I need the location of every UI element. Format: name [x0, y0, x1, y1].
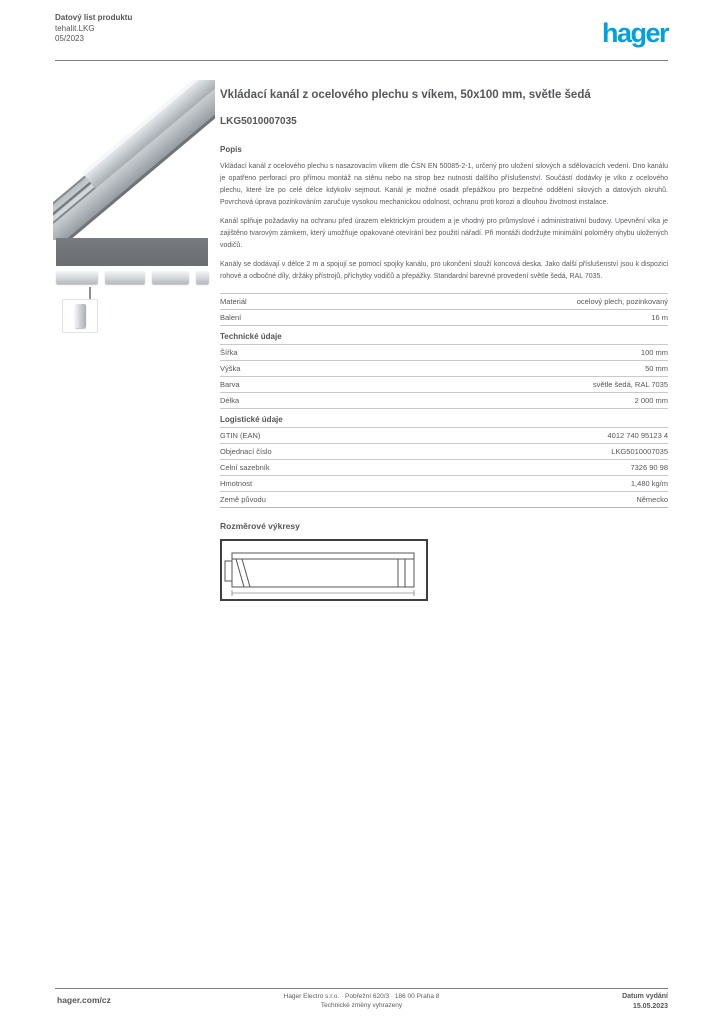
spec-row: Země původu Německo	[220, 491, 668, 507]
header-rule	[55, 60, 668, 61]
spec-value: LKG5010007035	[611, 447, 668, 456]
spec-row: Materiál ocelový plech, pozinkovaný	[220, 293, 668, 309]
spec-label: Délka	[220, 396, 240, 405]
spec-row: Výška 50 mm	[220, 360, 668, 376]
footer-rule	[55, 988, 668, 989]
dimension-drawing-box	[220, 539, 428, 601]
spec-value: 7326 90 98	[630, 463, 668, 472]
color-swatch-panel	[56, 238, 208, 266]
spec-value: Německo	[636, 495, 668, 504]
spec-row: Balení 16 m	[220, 309, 668, 325]
spec-value: ocelový plech, pozinkovaný	[576, 297, 668, 306]
footer-issue-label: Datum vydání	[622, 993, 668, 1000]
product-reference: LKG5010007035	[220, 116, 297, 127]
spec-label: Objednací číslo	[220, 447, 272, 456]
header-date: 05/2023	[55, 34, 84, 43]
spec-value: světle šedá, RAL 7035	[592, 380, 668, 389]
gallery-thumbnail-selected[interactable]	[62, 299, 98, 333]
spec-row: GTIN (EAN) 4012 740 95123 4	[220, 427, 668, 443]
spec-row: Celní sazebník 7326 90 98	[220, 459, 668, 475]
description-paragraph-1: Vkládací kanál z ocelového plechu s nasa…	[220, 163, 668, 206]
product-details: Vkládací kanál z ocelového plechu s víke…	[220, 88, 668, 601]
thumb-spojka[interactable]	[196, 270, 209, 284]
spec-row: Barva světle šedá, RAL 7035	[220, 376, 668, 392]
description-paragraph-2: Kanál splňuje požadavky na ochranu před …	[220, 218, 668, 249]
spec-value: 2 000 mm	[634, 396, 668, 405]
hager-logo: hager	[601, 18, 670, 48]
thumb-profil[interactable]	[152, 270, 189, 284]
description-label: Popis	[220, 145, 242, 154]
spec-label: Barva	[220, 380, 240, 389]
spec-value: 100 mm	[640, 348, 668, 357]
spec-row: Hmotnost 1,480 kg/m	[220, 475, 668, 491]
section-heading: Logistické údaje	[220, 408, 668, 427]
spec-row: Objednací číslo LKG5010007035	[220, 443, 668, 459]
section-heading: Technické údaje	[220, 325, 668, 344]
trunking-photo-image	[53, 80, 215, 240]
spec-value: 4012 740 95123 4	[607, 431, 668, 440]
spec-row: Délka 2 000 mm	[220, 392, 668, 408]
drawing-heading: Rozměrové výkresy	[220, 521, 300, 531]
product-photo	[53, 80, 215, 240]
product-title: Vkládací kanál z ocelového plechu s víke…	[220, 89, 591, 101]
spec-label: Hmotnost	[220, 479, 253, 488]
footer-center-text: Hager Electro s.r.o. · Pobřežní 620/3 · …	[55, 993, 668, 1010]
footer-site-link[interactable]: hager.com/cz	[57, 995, 111, 1005]
footer-issue-date: 15.05.2023	[632, 1003, 668, 1010]
footer-right-text: Datum vydání 15.05.2023	[622, 992, 668, 1012]
trunking-piece-icon	[74, 304, 86, 328]
spec-label: Šířka	[220, 348, 238, 357]
footer-note: Technické změny vyhrazeny	[320, 1001, 403, 1009]
spec-label: Celní sazebník	[220, 463, 270, 472]
thumb-viko[interactable]	[105, 270, 145, 284]
spec-value: 16 m	[651, 313, 668, 322]
footer-address: Hager Electro s.r.o. · Pobřežní 620/3 · …	[283, 993, 440, 1000]
spec-label: Výška	[220, 364, 241, 373]
spec-label: Materiál	[220, 297, 247, 306]
header-meta: Datový list produktu tehalit.LKG 05/2023	[55, 13, 132, 45]
spec-value: 1,480 kg/m	[630, 479, 668, 488]
doc-type-label: Datový list produktu	[55, 13, 133, 22]
thumb-kanal[interactable]	[56, 270, 98, 284]
spec-value: 50 mm	[645, 364, 668, 373]
dimension-drawing-image	[224, 552, 415, 596]
gallery-thumbnails	[56, 269, 214, 285]
gallery-connector-line	[89, 287, 91, 299]
spec-label: Země původu	[220, 495, 266, 504]
spec-label: GTIN (EAN)	[220, 431, 261, 440]
product-family-label: tehalit.LKG	[55, 23, 95, 33]
spec-label: Balení	[220, 313, 242, 322]
spec-row: Šířka 100 mm	[220, 344, 668, 360]
description-paragraph-3: Kanály se dodávají v délce 2 m a spojují…	[220, 261, 668, 280]
